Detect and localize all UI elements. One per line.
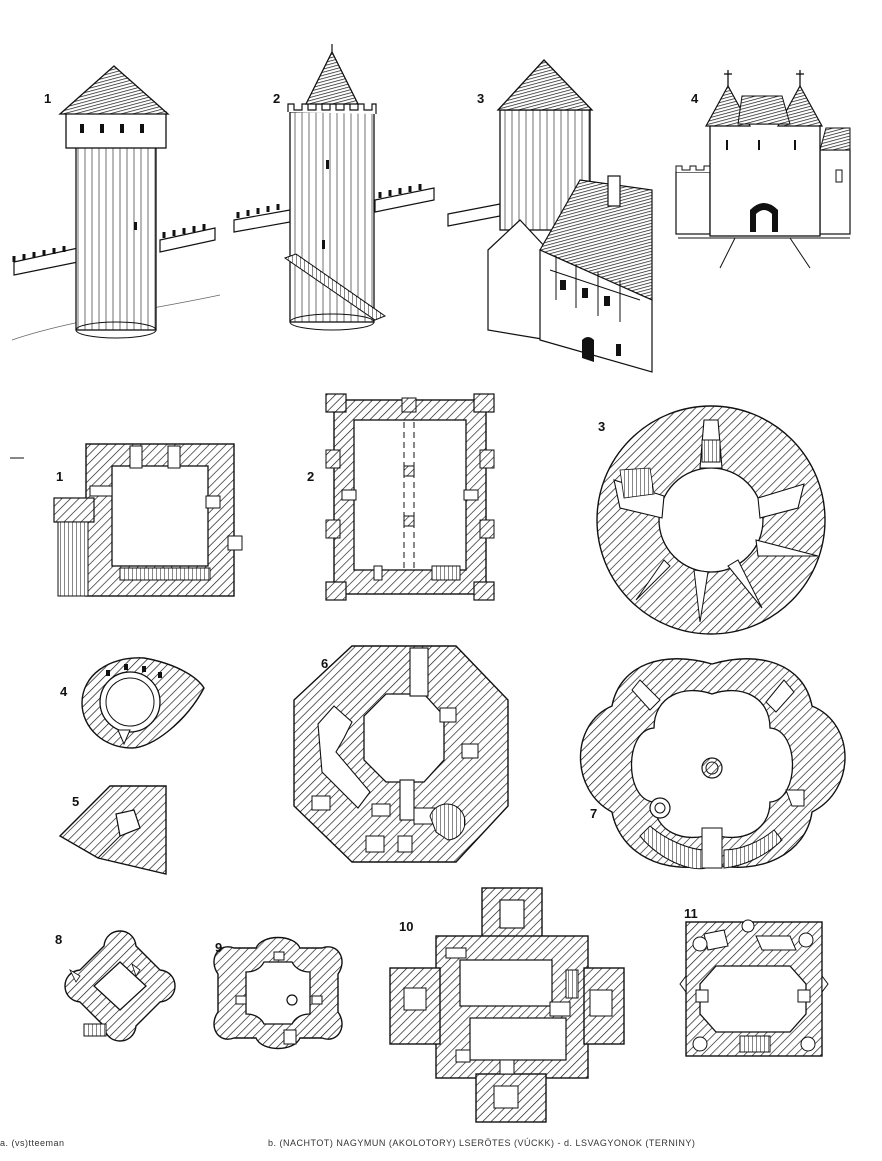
plan-label-5: 5	[72, 794, 79, 809]
plan-10-cruciform-keep	[389, 887, 625, 1123]
plan-4-teardrop-tower	[81, 657, 205, 749]
footer-caption-left: a. (vs)tteeman	[0, 1138, 65, 1148]
plan-3-round-tower	[596, 405, 826, 635]
elevation-label-3: 3	[477, 91, 484, 106]
plan-label-9: 9	[215, 940, 222, 955]
plan-label-1: 1	[56, 469, 63, 484]
plan-7-quatrefoil-tower	[579, 658, 846, 870]
footer-caption-right: b. (NACHTOT) NAGYMUN (AKOLOTORY) LSERÖTE…	[268, 1138, 696, 1148]
plan-5-pentagonal-tower	[58, 785, 167, 875]
plan-label-2: 2	[307, 469, 314, 484]
elevation-4-gatehouse	[675, 70, 851, 269]
elevation-3-tower-with-building	[447, 59, 653, 373]
plan-label-7: 7	[590, 806, 597, 821]
elevation-1-round-tower	[11, 65, 221, 341]
elevation-label-2: 2	[273, 91, 280, 106]
elevation-label-1: 1	[44, 91, 51, 106]
plan-label-6: 6	[321, 656, 328, 671]
elevation-2-slender-tower	[233, 44, 435, 331]
plan-6-octagonal-tower	[293, 645, 509, 863]
plan-label-11: 11	[684, 906, 698, 921]
plan-1-square-keep	[53, 443, 243, 597]
plan-label-3: 3	[598, 419, 605, 434]
elevation-label-4: 4	[691, 91, 699, 106]
plan-label-8: 8	[55, 932, 62, 947]
plan-label-4: 4	[60, 684, 68, 699]
plan-11-square-bastioned-tower	[679, 919, 829, 1057]
plan-label-10: 10	[399, 919, 413, 934]
plan-2-rectangular-hall	[325, 393, 495, 601]
plan-9-clover-tower	[213, 936, 343, 1050]
plan-8-four-lobed-tower	[64, 930, 176, 1042]
